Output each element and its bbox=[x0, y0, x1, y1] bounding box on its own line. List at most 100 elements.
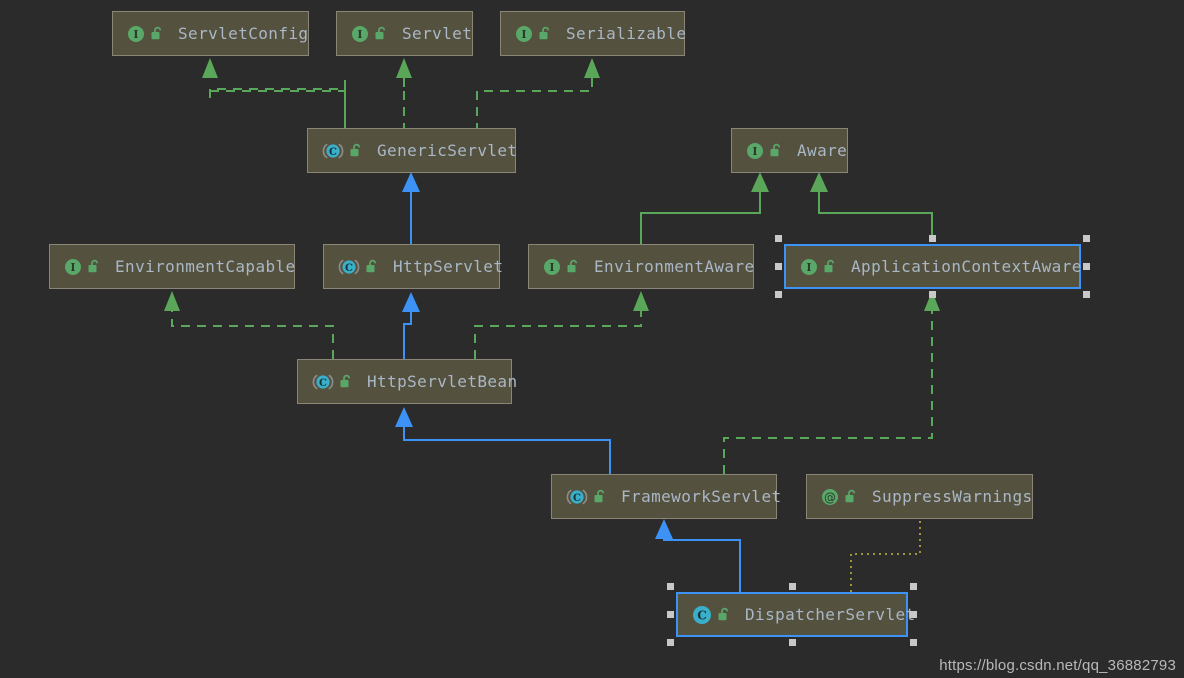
selection-handle-applicationcontextaware-2[interactable] bbox=[1083, 235, 1090, 242]
svg-text:I: I bbox=[521, 28, 526, 41]
svg-text:I: I bbox=[70, 261, 75, 274]
selection-handle-dispatcherservlet-3[interactable] bbox=[667, 611, 674, 618]
node-icon-group: I bbox=[800, 258, 841, 276]
node-icon-group: I bbox=[351, 25, 392, 43]
uml-node-environmentcapable[interactable]: I EnvironmentCapable bbox=[49, 244, 295, 289]
node-icon-group: C bbox=[692, 605, 735, 625]
abstract-class-icon: C bbox=[566, 488, 588, 506]
svg-text:I: I bbox=[357, 28, 362, 41]
uml-node-label: HttpServletBean bbox=[367, 372, 518, 391]
selection-handle-applicationcontextaware-1[interactable] bbox=[929, 235, 936, 242]
node-icon-group: I bbox=[64, 258, 105, 276]
node-icon-group: C bbox=[338, 258, 383, 276]
node-icon-group: C bbox=[322, 142, 367, 160]
uml-node-label: EnvironmentCapable bbox=[115, 257, 296, 276]
watermark-text: https://blog.csdn.net/qq_36882793 bbox=[939, 657, 1176, 674]
uml-node-aware[interactable]: I Aware bbox=[731, 128, 848, 173]
interface-icon: I bbox=[746, 142, 764, 160]
uml-node-suppresswarnings[interactable]: @ SuppressWarnings bbox=[806, 474, 1033, 519]
svg-text:C: C bbox=[345, 263, 353, 274]
uml-node-label: Aware bbox=[797, 141, 848, 160]
unlocked-padlock-icon bbox=[717, 607, 731, 622]
interface-icon: I bbox=[127, 25, 145, 43]
uml-node-httpservletbean[interactable]: C HttpServletBean bbox=[297, 359, 517, 404]
selection-handle-applicationcontextaware-3[interactable] bbox=[775, 263, 782, 270]
uml-node-label: Servlet bbox=[402, 24, 473, 43]
selection-handle-dispatcherservlet-0[interactable] bbox=[667, 583, 674, 590]
class-icon: C bbox=[692, 605, 712, 625]
svg-text:C: C bbox=[329, 147, 337, 158]
edge-frameworkservlet-extends-httpservletbean bbox=[395, 407, 611, 474]
edge-httpservletbean-extends-httpservlet bbox=[402, 292, 420, 359]
uml-node-label: EnvironmentAware bbox=[594, 257, 755, 276]
uml-node-serializable[interactable]: I Serializable bbox=[500, 11, 686, 56]
unlocked-padlock-icon bbox=[87, 259, 101, 274]
unlocked-padlock-icon bbox=[769, 143, 783, 158]
node-icon-group: I bbox=[746, 142, 787, 160]
interface-icon: I bbox=[64, 258, 82, 276]
uml-node-frameworkservlet[interactable]: C FrameworkServlet bbox=[551, 474, 781, 519]
interface-icon: I bbox=[800, 258, 818, 276]
uml-node-applicationcontextaware[interactable]: I ApplicationContextAware bbox=[784, 244, 1081, 289]
edge-httpservletbean-implements-environmentcapable bbox=[164, 291, 334, 359]
annotation-icon: @ bbox=[821, 488, 839, 506]
selection-handle-applicationcontextaware-5[interactable] bbox=[775, 291, 782, 298]
edge-genericservlet-implements-serializable bbox=[476, 58, 600, 128]
unlocked-padlock-icon bbox=[538, 26, 552, 41]
svg-text:I: I bbox=[752, 145, 757, 158]
edge-dispatcherservlet-extends-frameworkservlet bbox=[655, 519, 741, 592]
selection-handle-dispatcherservlet-6[interactable] bbox=[788, 639, 796, 646]
unlocked-padlock-icon bbox=[339, 374, 353, 389]
node-icon-group: I bbox=[543, 258, 584, 276]
unlocked-padlock-icon bbox=[365, 259, 379, 274]
selection-handle-dispatcherservlet-1[interactable] bbox=[788, 583, 796, 590]
svg-text:I: I bbox=[549, 261, 554, 274]
uml-node-label: ServletConfig bbox=[178, 24, 309, 43]
unlocked-padlock-icon bbox=[349, 143, 363, 158]
selection-handle-applicationcontextaware-7[interactable] bbox=[1083, 291, 1090, 298]
selection-handle-dispatcherservlet-5[interactable] bbox=[667, 639, 674, 646]
uml-node-servletconfig[interactable]: I ServletConfig bbox=[112, 11, 309, 56]
svg-text:C: C bbox=[573, 493, 581, 504]
uml-node-label: GenericServlet bbox=[377, 141, 518, 160]
edge-frameworkservlet-implements-applicationcontextaware bbox=[723, 291, 940, 474]
unlocked-padlock-icon bbox=[566, 259, 580, 274]
edge-genericservlet-implements-servlet bbox=[396, 58, 412, 128]
selection-handle-applicationcontextaware-4[interactable] bbox=[1083, 263, 1090, 270]
uml-node-servlet[interactable]: I Servlet bbox=[336, 11, 473, 56]
edge-genericservlet-implements-servletconfig bbox=[202, 58, 346, 128]
uml-node-label: ApplicationContextAware bbox=[851, 257, 1082, 276]
uml-node-label: DispatcherServlet bbox=[745, 605, 916, 624]
svg-text:C: C bbox=[319, 378, 327, 389]
unlocked-padlock-icon bbox=[593, 489, 607, 504]
svg-text:@: @ bbox=[824, 490, 836, 504]
selection-handle-dispatcherservlet-2[interactable] bbox=[910, 583, 917, 590]
interface-icon: I bbox=[351, 25, 369, 43]
unlocked-padlock-icon bbox=[150, 26, 164, 41]
uml-node-label: Serializable bbox=[566, 24, 687, 43]
uml-node-label: FrameworkServlet bbox=[621, 487, 782, 506]
node-icon-group: I bbox=[127, 25, 168, 43]
uml-node-httpservlet[interactable]: C HttpServlet bbox=[323, 244, 503, 289]
selection-handle-dispatcherservlet-4[interactable] bbox=[910, 611, 917, 618]
node-icon-group: C bbox=[566, 488, 611, 506]
uml-node-label: SuppressWarnings bbox=[872, 487, 1033, 506]
uml-node-label: HttpServlet bbox=[393, 257, 504, 276]
svg-text:C: C bbox=[697, 608, 707, 622]
edge-httpservletbean-implements-environmentaware bbox=[474, 291, 649, 359]
selection-handle-applicationcontextaware-0[interactable] bbox=[775, 235, 782, 242]
abstract-class-icon: C bbox=[312, 373, 334, 391]
unlocked-padlock-icon bbox=[374, 26, 388, 41]
svg-text:I: I bbox=[133, 28, 138, 41]
uml-node-genericservlet[interactable]: C GenericServlet bbox=[307, 128, 517, 173]
selection-handle-applicationcontextaware-6[interactable] bbox=[929, 291, 936, 298]
edge-httpservlet-extends-genericservlet bbox=[402, 172, 420, 244]
selection-handle-dispatcherservlet-7[interactable] bbox=[910, 639, 917, 646]
edge-dispatcherservlet-annotated-suppresswarnings bbox=[850, 519, 921, 592]
uml-node-environmentaware[interactable]: I EnvironmentAware bbox=[528, 244, 754, 289]
uml-node-dispatcherservlet[interactable]: C DispatcherServlet bbox=[676, 592, 915, 637]
node-icon-group: C bbox=[312, 373, 357, 391]
abstract-class-icon: C bbox=[322, 142, 344, 160]
node-icon-group: I bbox=[515, 25, 556, 43]
